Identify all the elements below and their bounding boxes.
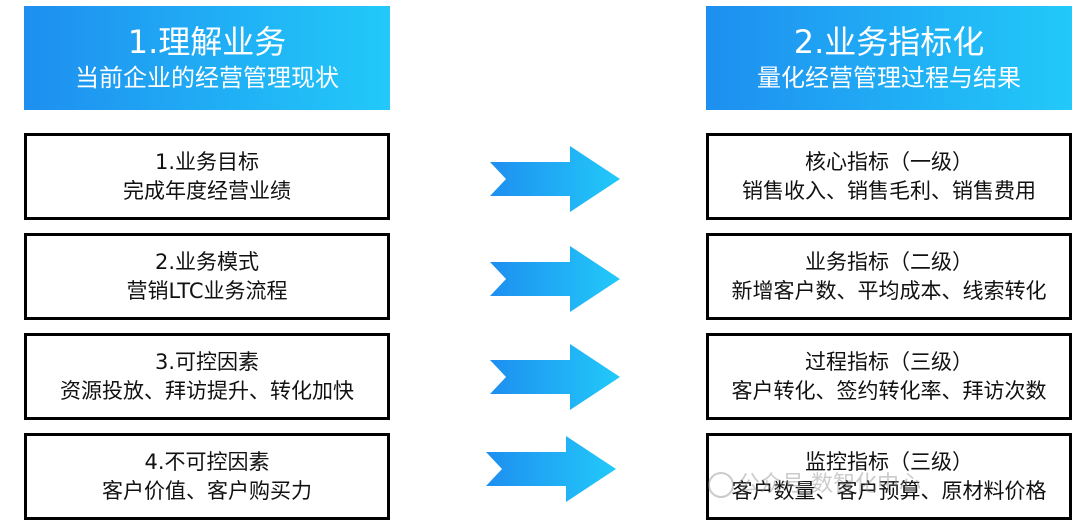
- right-arrow-icon: [490, 344, 620, 410]
- right-item-process-indicators: 过程指标（三级） 客户转化、签约转化率、拜访次数: [706, 333, 1072, 420]
- left-item-title: 3.可控因素: [154, 349, 260, 374]
- left-column-header: 1.理解业务 当前企业的经营管理现状: [24, 6, 390, 110]
- right-header-title: 2.业务指标化: [793, 23, 985, 61]
- watermark: 公众号·数智化中心: [708, 466, 921, 498]
- right-item-title: 业务指标（二级）: [805, 249, 973, 274]
- left-item-title: 2.业务模式: [154, 249, 260, 274]
- watermark-text: 公众号·数智化中心: [738, 472, 921, 497]
- right-item-detail: 客户转化、签约转化率、拜访次数: [731, 378, 1047, 403]
- right-item-title: 核心指标（一级）: [805, 149, 973, 174]
- left-item-business-goal: 1.业务目标 完成年度经营业绩: [24, 133, 390, 220]
- left-item-business-model: 2.业务模式 营销LTC业务流程: [24, 233, 390, 320]
- right-column-header: 2.业务指标化 量化经营管理过程与结果: [706, 6, 1072, 110]
- left-item-detail: 营销LTC业务流程: [126, 278, 288, 303]
- left-header-subtitle: 当前企业的经营管理现状: [75, 64, 339, 92]
- right-item-business-indicators: 业务指标（二级） 新增客户数、平均成本、线索转化: [706, 233, 1072, 320]
- right-item-core-indicators: 核心指标（一级） 销售收入、销售毛利、销售费用: [706, 133, 1072, 220]
- right-item-title: 过程指标（三级）: [805, 349, 973, 374]
- left-header-title: 1.理解业务: [127, 23, 287, 61]
- right-arrow-icon: [490, 146, 620, 212]
- right-header-subtitle: 量化经营管理过程与结果: [757, 64, 1021, 92]
- left-item-detail: 完成年度经营业绩: [123, 178, 291, 203]
- right-item-title: 监控指标（三级）: [805, 449, 973, 474]
- wechat-icon: [708, 472, 734, 498]
- right-item-monitoring-indicators: 监控指标（三级） 客户数量、客户预算、原材料价格: [706, 433, 1072, 520]
- right-item-detail: 客户数量、客户预算、原材料价格: [731, 478, 1047, 503]
- left-item-title: 1.业务目标: [154, 149, 260, 174]
- right-arrow-icon: [486, 436, 616, 502]
- left-item-uncontrollable-factors: 4.不可控因素 客户价值、客户购买力: [24, 433, 390, 520]
- left-item-detail: 资源投放、拜访提升、转化加快: [60, 378, 354, 403]
- left-item-detail: 客户价值、客户购买力: [102, 478, 312, 503]
- right-item-detail: 新增客户数、平均成本、线索转化: [731, 278, 1047, 303]
- left-item-title: 4.不可控因素: [144, 449, 270, 474]
- left-item-controllable-factors: 3.可控因素 资源投放、拜访提升、转化加快: [24, 333, 390, 420]
- right-item-detail: 销售收入、销售毛利、销售费用: [742, 178, 1036, 203]
- right-arrow-icon: [490, 246, 620, 312]
